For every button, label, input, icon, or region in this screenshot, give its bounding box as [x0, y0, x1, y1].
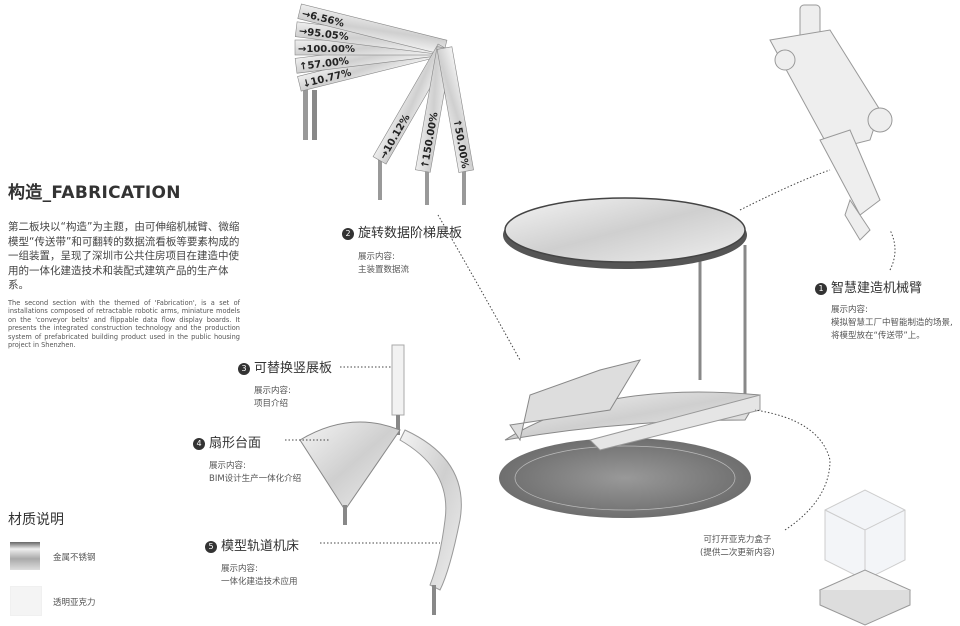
component-model-rail: 5 模型轨道机床 展示内容: 一体化建造技术应用 [205, 535, 299, 589]
intro-chinese: 第二板块以“构造”为主题，由可伸缩机械臂、微缩模型“传送带”和可翻转的数据流看板… [8, 221, 240, 291]
robot-arm-illustration [769, 4, 893, 241]
acrylic-label: 透明亚克力 [53, 598, 96, 608]
content-line: BIM设计生产一体化介绍 [209, 474, 302, 484]
content-line: 模拟智慧工厂中智能制造的场景, [831, 318, 953, 328]
steel-swatch [10, 542, 40, 570]
component-name: 旋转数据阶梯展板 [358, 226, 463, 241]
leader-lines [285, 169, 896, 544]
content-label: 展示内容: [831, 305, 868, 315]
materials-title: 材质说明 [8, 512, 64, 528]
page-title: 构造_FABRICATION [8, 183, 181, 203]
acrylic-box-line: (提供二次更新内容) [700, 548, 775, 558]
component-name: 可替换竖展板 [254, 361, 333, 376]
acrylic-box-illustration [818, 489, 912, 626]
turntable-illustration [499, 197, 761, 518]
content-line: 一体化建造技术应用 [221, 577, 298, 587]
content-label: 展示内容: [358, 252, 395, 262]
data-board: →95.05% [294, 21, 447, 56]
content-line: 将模型放在“传送带”上。 [831, 331, 925, 341]
components-illustration [299, 344, 462, 615]
content-line: 主装置数据流 [358, 265, 410, 275]
component-name: 扇形台面 [209, 436, 262, 451]
component-vertical-panel: 3 可替换竖展板 展示内容: 项目介绍 [238, 357, 332, 411]
number-badge: 4 [193, 438, 205, 450]
intro-english: The second section with the themed of 'F… [8, 298, 240, 350]
acrylic-box-label: 可打开亚克力盒子 (提供二次更新内容) [700, 534, 775, 560]
content-label: 展示内容: [254, 386, 291, 396]
number-badge: 3 [238, 363, 250, 375]
acrylic-box-line: 可打开亚克力盒子 [703, 535, 772, 545]
number-badge: 1 [815, 283, 827, 295]
intro-block: 第二板块以“构造”为主题，由可伸缩机械臂、微缩模型“传送带”和可翻转的数据流看板… [8, 220, 240, 350]
component-robot-arm: 1 智慧建造机械臂 展示内容: 模拟智慧工厂中智能制造的场景, 将模型放在“传送带”上… [815, 277, 953, 343]
content-label: 展示内容: [209, 461, 246, 471]
number-badge: 2 [342, 228, 354, 240]
component-fan-table: 4 扇形台面 展示内容: BIM设计生产一体化介绍 [193, 432, 301, 486]
steel-label: 金属不锈钢 [53, 553, 96, 563]
component-data-boards: 2 旋转数据阶梯展板 展示内容: 主装置数据流 [342, 222, 462, 277]
content-line: 项目介绍 [254, 399, 289, 409]
data-board: ↑50.00% [436, 46, 474, 173]
content-label: 展示内容: [221, 564, 258, 574]
component-name: 智慧建造机械臂 [831, 281, 923, 296]
number-badge: 5 [205, 541, 217, 553]
acrylic-swatch [10, 586, 42, 616]
rotating-data-boards-top: ↓10.77%↑57.00%→100.00%→95.05%→6.56%→10.1… [294, 3, 474, 205]
component-name: 模型轨道机床 [221, 539, 300, 554]
board-value: →100.00% [298, 44, 355, 55]
